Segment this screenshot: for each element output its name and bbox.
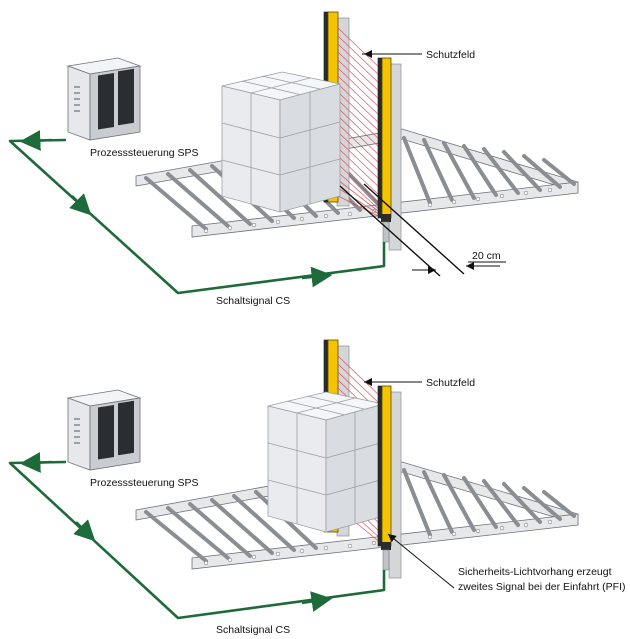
signal-label: Schaltsignal CS [216, 624, 290, 636]
safety-light-curtain-front-post [377, 385, 402, 579]
sps-label: Prozesssteuerung SPS [90, 477, 199, 489]
switching-signal-line [8, 452, 386, 620]
cube-stack-icon [221, 71, 341, 213]
rollers [144, 468, 576, 563]
pfi-label-line1: Sicherheits-Lichtvorhang erzeugt [458, 566, 612, 578]
schutzfeld-callout: Schutzfeld [364, 377, 475, 389]
schutzfeld-label: Schutzfeld [426, 49, 475, 61]
schutzfeld-callout: Schutzfeld [362, 49, 475, 61]
cube-stack-icon [267, 391, 385, 533]
control-cabinet-icon [66, 57, 142, 141]
signal-label: Schaltsignal CS [216, 295, 290, 307]
control-cabinet-icon [66, 389, 142, 471]
protective-field-beams [337, 27, 383, 219]
schutzfeld-label: Schutzfeld [426, 377, 475, 389]
distance-label: 20 cm [472, 250, 501, 262]
pfi-callout: Sicherheits-Lichtvorhang erzeugt zweites… [387, 533, 626, 593]
pfi-label-line2: zweites Signal bei der Einfahrt (PFI) [458, 581, 626, 593]
panel-top: 20 cm Schutzfeld Prozesssteuerung SPS Sc… [8, 11, 579, 307]
sps-label: Prozesssteuerung SPS [90, 147, 199, 159]
distance-marker: 20 cm [339, 183, 506, 277]
switching-signal-line [8, 130, 386, 295]
panel-bottom: Schutzfeld Sicherheits-Lichtvorhang erze… [8, 339, 626, 636]
roller-conveyor-icon [135, 128, 579, 238]
